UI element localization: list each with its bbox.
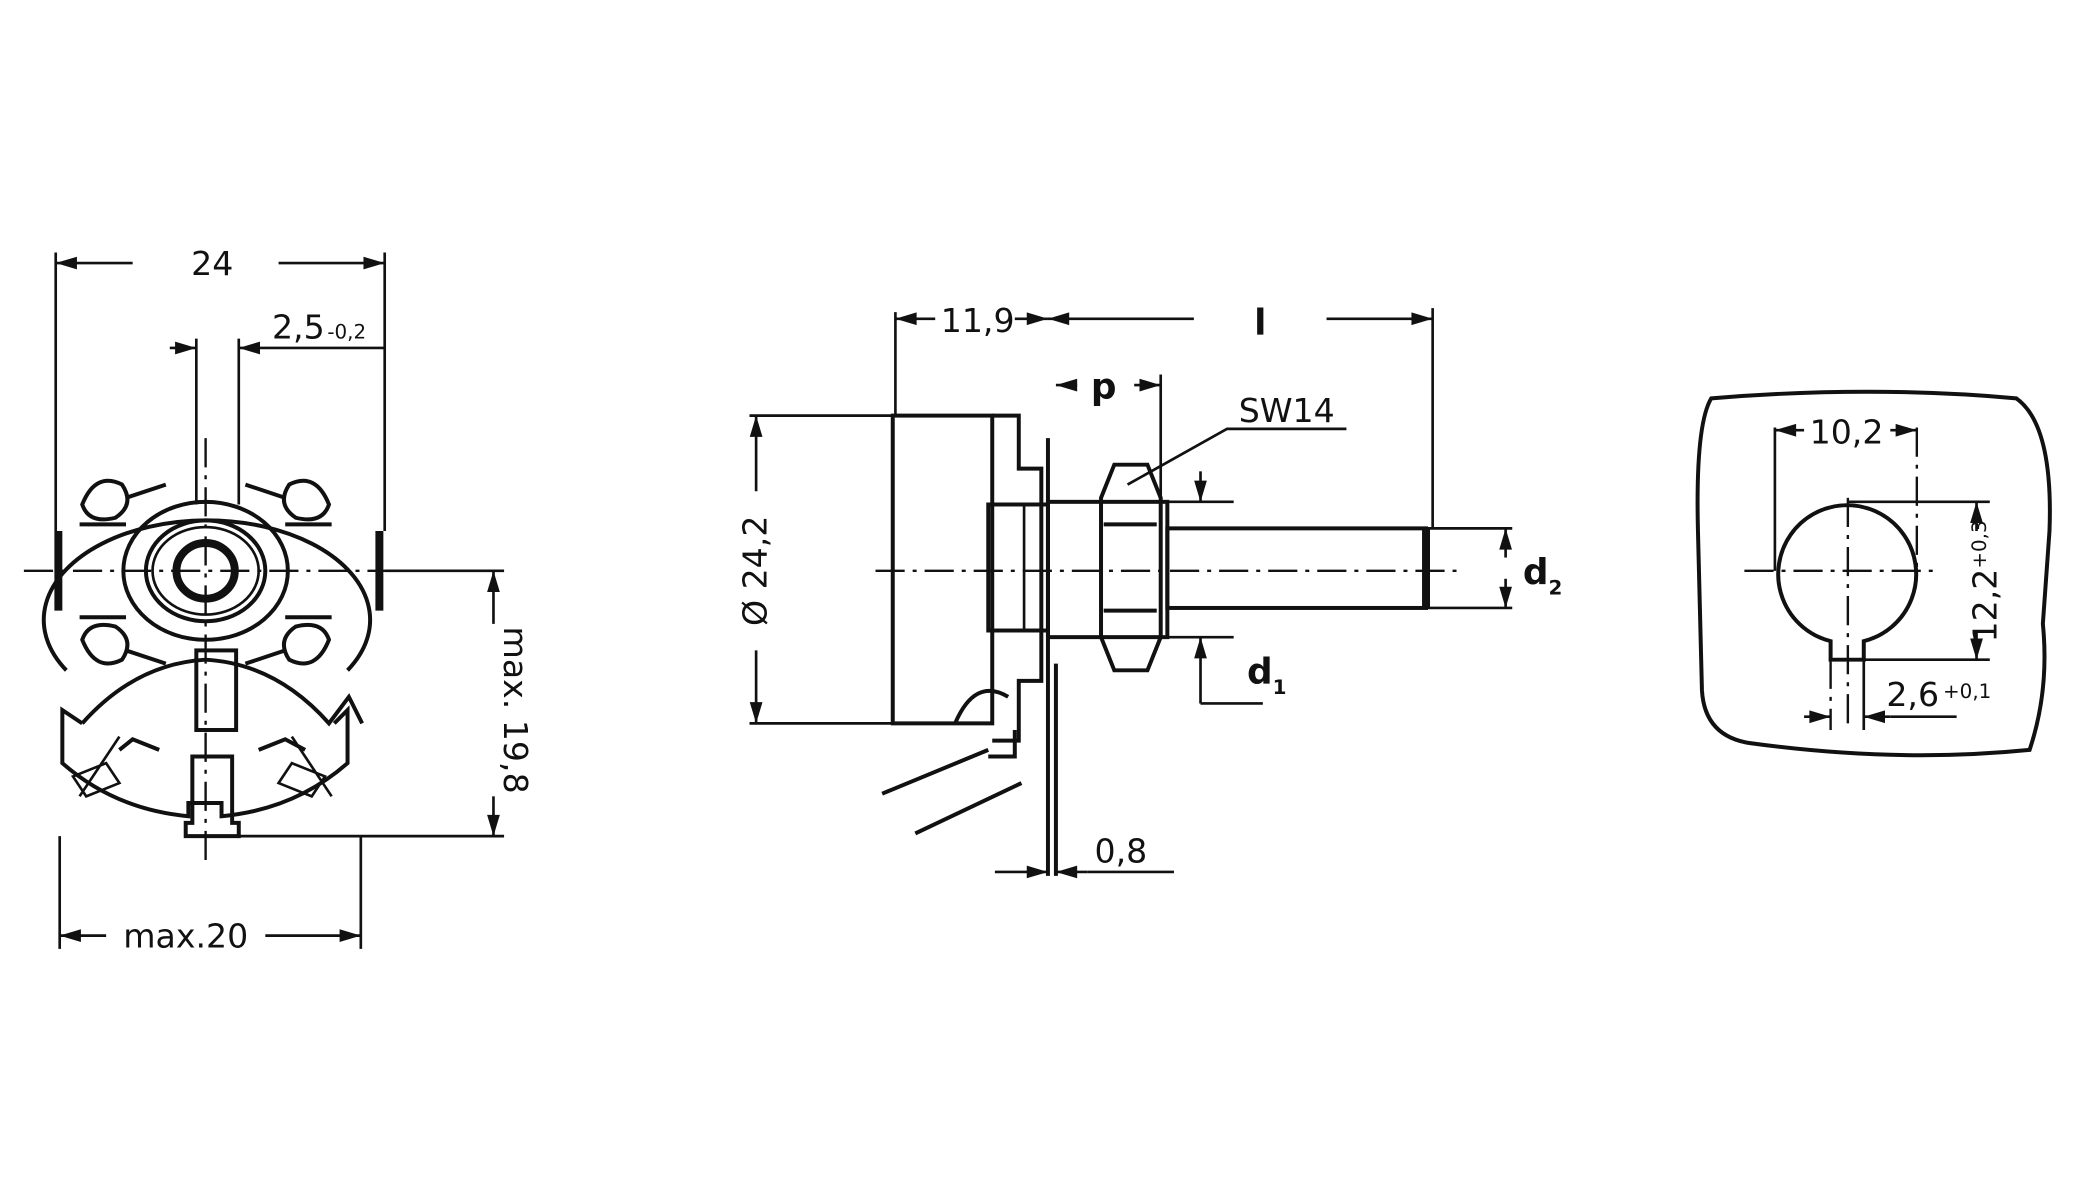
cutout-height-label: 12,2+0,3 <box>1965 520 2004 642</box>
cutout-width-label: 10,2 <box>1810 412 1884 451</box>
front-slot-label: 2,5-0,2 <box>272 308 366 347</box>
nut-label: SW14 <box>1239 391 1335 430</box>
front-bottom-width-label: max.20 <box>123 917 248 956</box>
thread-label: p <box>1091 366 1117 407</box>
plate-thickness-label: 0,8 <box>1095 832 1148 871</box>
front-height-label: max. 19,8 <box>496 627 535 794</box>
side-view: 11,9 l p SW14 Ø 24,2 d2 d1 0,8 <box>736 301 1562 879</box>
front-view: 24 2,5-0,2 max.20 max. 19,8 <box>23 244 535 956</box>
d1-label: d1 <box>1247 652 1286 700</box>
front-width-label: 24 <box>191 244 233 283</box>
shaft-length-label: l <box>1254 303 1266 344</box>
diameter-label: Ø 24,2 <box>736 516 775 626</box>
cutout-slot-label: 2,6+0,1 <box>1886 675 1991 714</box>
panel-cutout-view: 10,2 12,2+0,3 2,6+0,1 <box>1695 389 2052 758</box>
body-depth-label: 11,9 <box>941 301 1015 340</box>
d2-label: d2 <box>1523 552 1562 600</box>
